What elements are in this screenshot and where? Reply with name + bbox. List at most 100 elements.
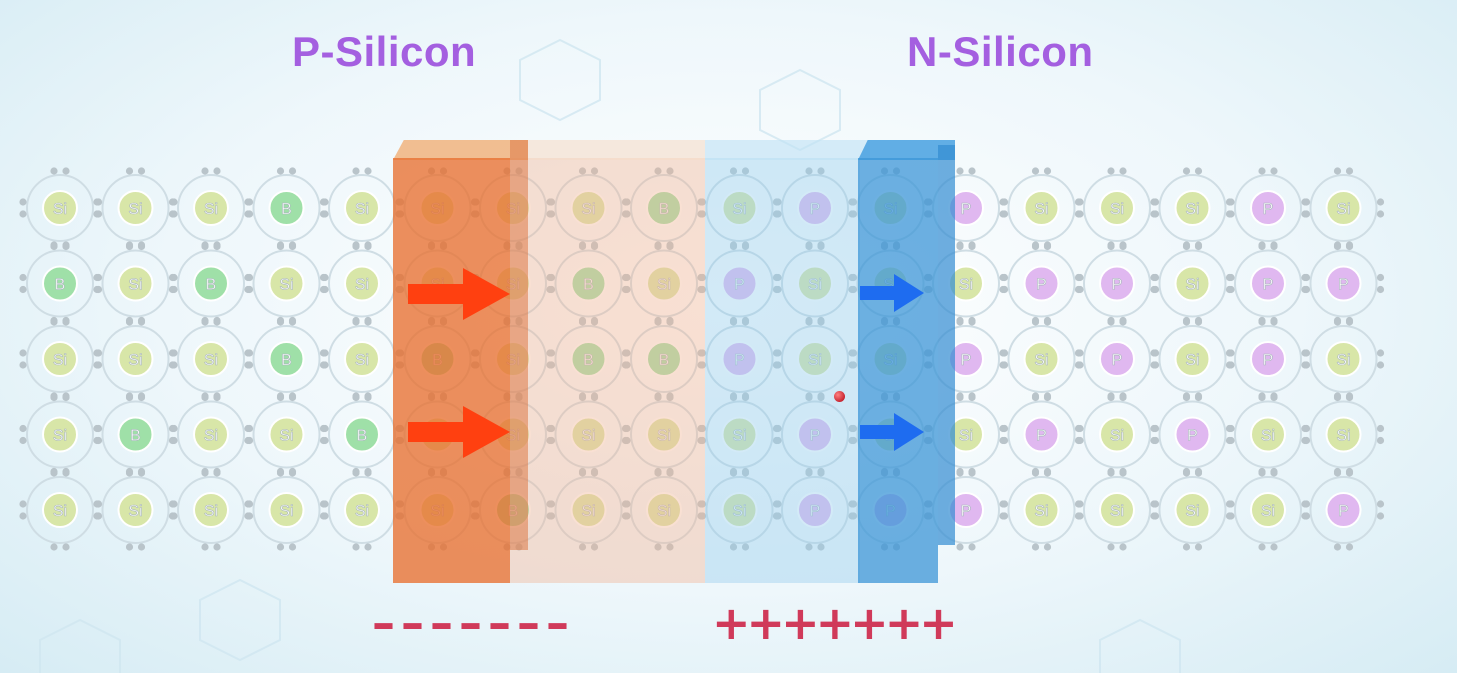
electron bbox=[1182, 469, 1191, 477]
electron bbox=[698, 436, 707, 445]
electron bbox=[817, 167, 825, 175]
atom-symbol: Si bbox=[53, 352, 67, 369]
atom-symbol: P bbox=[961, 201, 972, 218]
electron bbox=[1302, 436, 1311, 445]
electron bbox=[623, 436, 631, 445]
electron bbox=[321, 424, 329, 433]
electron bbox=[547, 512, 556, 520]
atom-si: Si bbox=[1227, 393, 1309, 476]
electron bbox=[352, 543, 360, 551]
atom-si: Si bbox=[19, 167, 101, 249]
electron bbox=[1043, 167, 1052, 175]
electron bbox=[698, 424, 707, 433]
atom-si: Si bbox=[94, 167, 177, 249]
electron bbox=[741, 469, 750, 477]
electron bbox=[623, 210, 631, 218]
electron bbox=[245, 273, 254, 282]
electron bbox=[321, 349, 329, 357]
atom-symbol: Si bbox=[581, 201, 595, 218]
electron bbox=[364, 318, 372, 326]
electron bbox=[817, 318, 825, 326]
electron bbox=[774, 424, 782, 433]
electron bbox=[1151, 349, 1160, 357]
atom-b: B bbox=[19, 242, 101, 325]
electron bbox=[321, 436, 329, 445]
electron bbox=[774, 210, 782, 218]
atom-symbol: P bbox=[810, 428, 821, 445]
atom-p: P bbox=[1302, 242, 1385, 325]
atom-si: Si bbox=[1076, 469, 1158, 551]
electron bbox=[352, 393, 360, 402]
electron bbox=[245, 436, 254, 445]
atom-symbol: P bbox=[734, 352, 745, 369]
electron bbox=[1270, 543, 1278, 551]
atom-symbol: Si bbox=[732, 201, 746, 218]
electron bbox=[1000, 436, 1009, 445]
electron bbox=[968, 469, 976, 477]
electron bbox=[1119, 318, 1127, 326]
electron bbox=[1076, 361, 1084, 369]
electron bbox=[245, 285, 254, 294]
atom-symbol: Si bbox=[355, 277, 369, 294]
electron bbox=[1270, 167, 1278, 175]
atom-si: Si bbox=[1151, 242, 1234, 325]
electron bbox=[698, 198, 707, 206]
electron bbox=[774, 285, 782, 294]
electron bbox=[1345, 393, 1354, 402]
electron bbox=[170, 210, 178, 218]
electron bbox=[956, 167, 964, 175]
atom-symbol: Si bbox=[279, 503, 293, 520]
electron bbox=[213, 167, 221, 175]
electron bbox=[623, 512, 631, 520]
electron bbox=[1302, 512, 1311, 520]
electron bbox=[94, 436, 103, 445]
electron bbox=[1376, 349, 1385, 357]
electron bbox=[1000, 349, 1009, 357]
electron bbox=[94, 198, 103, 206]
electron bbox=[1258, 167, 1266, 175]
electron bbox=[62, 318, 70, 326]
electron bbox=[1076, 285, 1084, 294]
atom-symbol: Si bbox=[1336, 352, 1350, 369]
atom-p: P bbox=[1076, 318, 1158, 400]
electron bbox=[1076, 210, 1084, 218]
atom-si: Si bbox=[170, 318, 252, 400]
electron bbox=[201, 167, 209, 175]
electron bbox=[805, 543, 813, 551]
electron bbox=[19, 273, 27, 282]
electron bbox=[94, 349, 103, 357]
electron bbox=[1302, 361, 1311, 369]
electron bbox=[1345, 167, 1354, 175]
atom-b: B bbox=[245, 167, 328, 249]
atom-symbol: Si bbox=[1185, 277, 1199, 294]
atom-si: Si bbox=[1076, 393, 1158, 476]
atom-symbol: Si bbox=[1185, 352, 1199, 369]
electron bbox=[849, 436, 858, 445]
electron bbox=[1302, 424, 1311, 433]
electron bbox=[1227, 285, 1235, 294]
electron bbox=[1227, 500, 1235, 508]
atom-symbol: Si bbox=[355, 503, 369, 520]
electron bbox=[654, 167, 662, 175]
electron bbox=[1333, 167, 1342, 175]
electron bbox=[956, 543, 964, 551]
electron bbox=[201, 242, 209, 251]
electron bbox=[170, 349, 178, 357]
electron bbox=[623, 198, 631, 206]
electron bbox=[1043, 393, 1052, 402]
electron bbox=[50, 318, 58, 326]
electron bbox=[1031, 469, 1040, 477]
electron bbox=[623, 273, 631, 282]
electron bbox=[741, 543, 750, 551]
atom-symbol: Si bbox=[1034, 503, 1048, 520]
electron bbox=[288, 393, 297, 402]
electron bbox=[774, 361, 782, 369]
atom-symbol: Si bbox=[1110, 201, 1124, 218]
electron bbox=[352, 242, 360, 251]
negative-charges: ––––––– bbox=[372, 596, 575, 650]
electron bbox=[849, 349, 858, 357]
electron bbox=[1194, 167, 1203, 175]
electron bbox=[1107, 167, 1115, 175]
electron bbox=[654, 543, 662, 551]
